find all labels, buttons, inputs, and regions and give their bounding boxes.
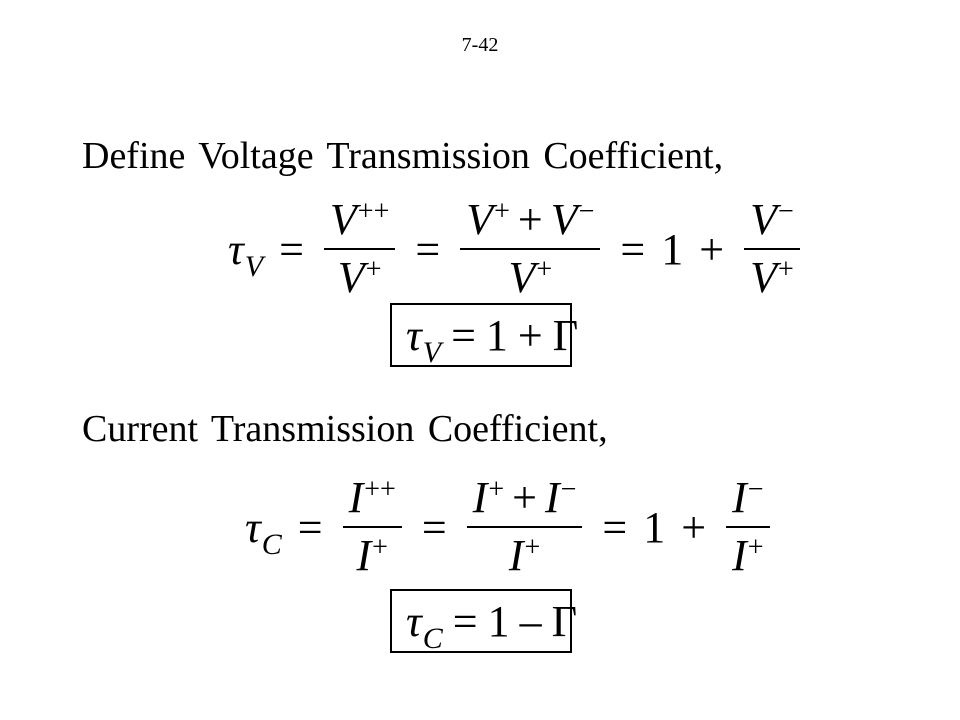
fraction-bar <box>342 526 402 529</box>
sup-minus: − <box>560 474 577 505</box>
denominator: I+ <box>350 531 393 581</box>
sup-plus: + <box>372 532 388 564</box>
subscript-v: V <box>244 249 264 283</box>
var-v: V <box>466 195 494 244</box>
subscript-c: C <box>261 527 282 561</box>
equals-sign: = <box>451 310 476 360</box>
sup-plus: + <box>536 254 553 286</box>
var-i: I <box>472 473 488 522</box>
sup-minus: − <box>777 196 794 227</box>
denominator: I+ <box>726 531 769 581</box>
numerator: V− <box>744 195 800 244</box>
subscript-v: V <box>422 335 442 369</box>
numerator: I++I− <box>467 473 583 522</box>
fraction-bar <box>460 248 601 251</box>
numerator: I− <box>726 473 769 522</box>
var-v: V <box>750 195 777 244</box>
var-v: V <box>329 195 357 244</box>
equals-sign: = <box>602 502 628 552</box>
var-i: I <box>732 473 747 522</box>
sup-plus: + <box>747 532 764 564</box>
plus-sign: + <box>681 502 707 552</box>
sup-minus: − <box>578 196 595 227</box>
sup-plus: + <box>494 196 510 227</box>
var-v: V <box>750 253 777 303</box>
var-v: V <box>337 253 365 303</box>
minus-sign: – <box>519 596 542 646</box>
gamma-symbol: Γ <box>552 310 579 360</box>
gamma-symbol: Γ <box>551 596 578 646</box>
equals-sign: = <box>421 502 447 552</box>
plus-sign: + <box>517 310 543 360</box>
equals-sign: = <box>452 596 478 646</box>
numerator: V++V− <box>460 195 600 244</box>
fraction-vpp-over-vp: V++ V+ <box>323 195 396 303</box>
fraction-bar <box>323 248 396 251</box>
equals-sign: = <box>279 224 304 274</box>
page-number: 7-42 <box>461 34 499 56</box>
fraction-im-over-ip: I− I+ <box>726 473 770 581</box>
sup-plus-plus: ++ <box>357 196 390 227</box>
sup-plus: + <box>365 254 382 286</box>
var-i: I <box>508 531 524 581</box>
fraction-ip-plus-im-over-ip: I++I− I+ <box>466 473 583 581</box>
fraction-bar <box>466 526 583 529</box>
var-v: V <box>508 253 536 303</box>
fraction-ipp-over-ip: I++ I+ <box>342 473 402 581</box>
number-one: 1 <box>643 502 666 552</box>
sup-plus: + <box>488 474 505 505</box>
sup-minus: − <box>747 474 764 505</box>
fraction-bar <box>726 526 770 529</box>
var-v: V <box>550 195 578 244</box>
denominator: V+ <box>744 253 800 303</box>
sup-plus-plus: ++ <box>364 474 396 505</box>
subscript-c: C <box>422 621 443 655</box>
denominator: I+ <box>503 531 546 581</box>
equals-sign: = <box>297 502 323 552</box>
plus-sign: + <box>699 224 725 274</box>
plus-sign: + <box>517 195 543 244</box>
heading-voltage-transmission: Define Voltage Transmission Coefficient, <box>82 135 724 177</box>
denominator: V+ <box>332 253 388 303</box>
fraction-bar <box>744 248 800 251</box>
var-i: I <box>544 473 560 522</box>
denominator: V+ <box>502 253 558 303</box>
number-one: 1 <box>485 310 508 360</box>
plus-sign: + <box>512 473 537 522</box>
tau-glyph: τ <box>228 224 244 274</box>
sup-plus: + <box>777 254 794 286</box>
equals-sign: = <box>415 224 441 274</box>
number-one: 1 <box>487 596 510 646</box>
numerator: I++ <box>343 473 402 522</box>
var-i: I <box>348 473 364 522</box>
var-i: I <box>732 531 747 581</box>
tau-glyph: τ <box>406 596 422 646</box>
tau-glyph: τ <box>245 502 261 552</box>
var-i: I <box>356 531 372 581</box>
equals-sign: = <box>620 224 646 274</box>
tau-glyph: τ <box>406 310 422 360</box>
fraction-vp-plus-vm-over-vp: V++V− V+ <box>460 195 601 303</box>
sup-plus: + <box>524 532 541 564</box>
number-one: 1 <box>661 224 684 274</box>
fraction-vm-over-vp: V− V+ <box>744 195 800 303</box>
heading-current-transmission: Current Transmission Coefficient, <box>82 408 608 450</box>
numerator: V++ <box>324 195 395 244</box>
